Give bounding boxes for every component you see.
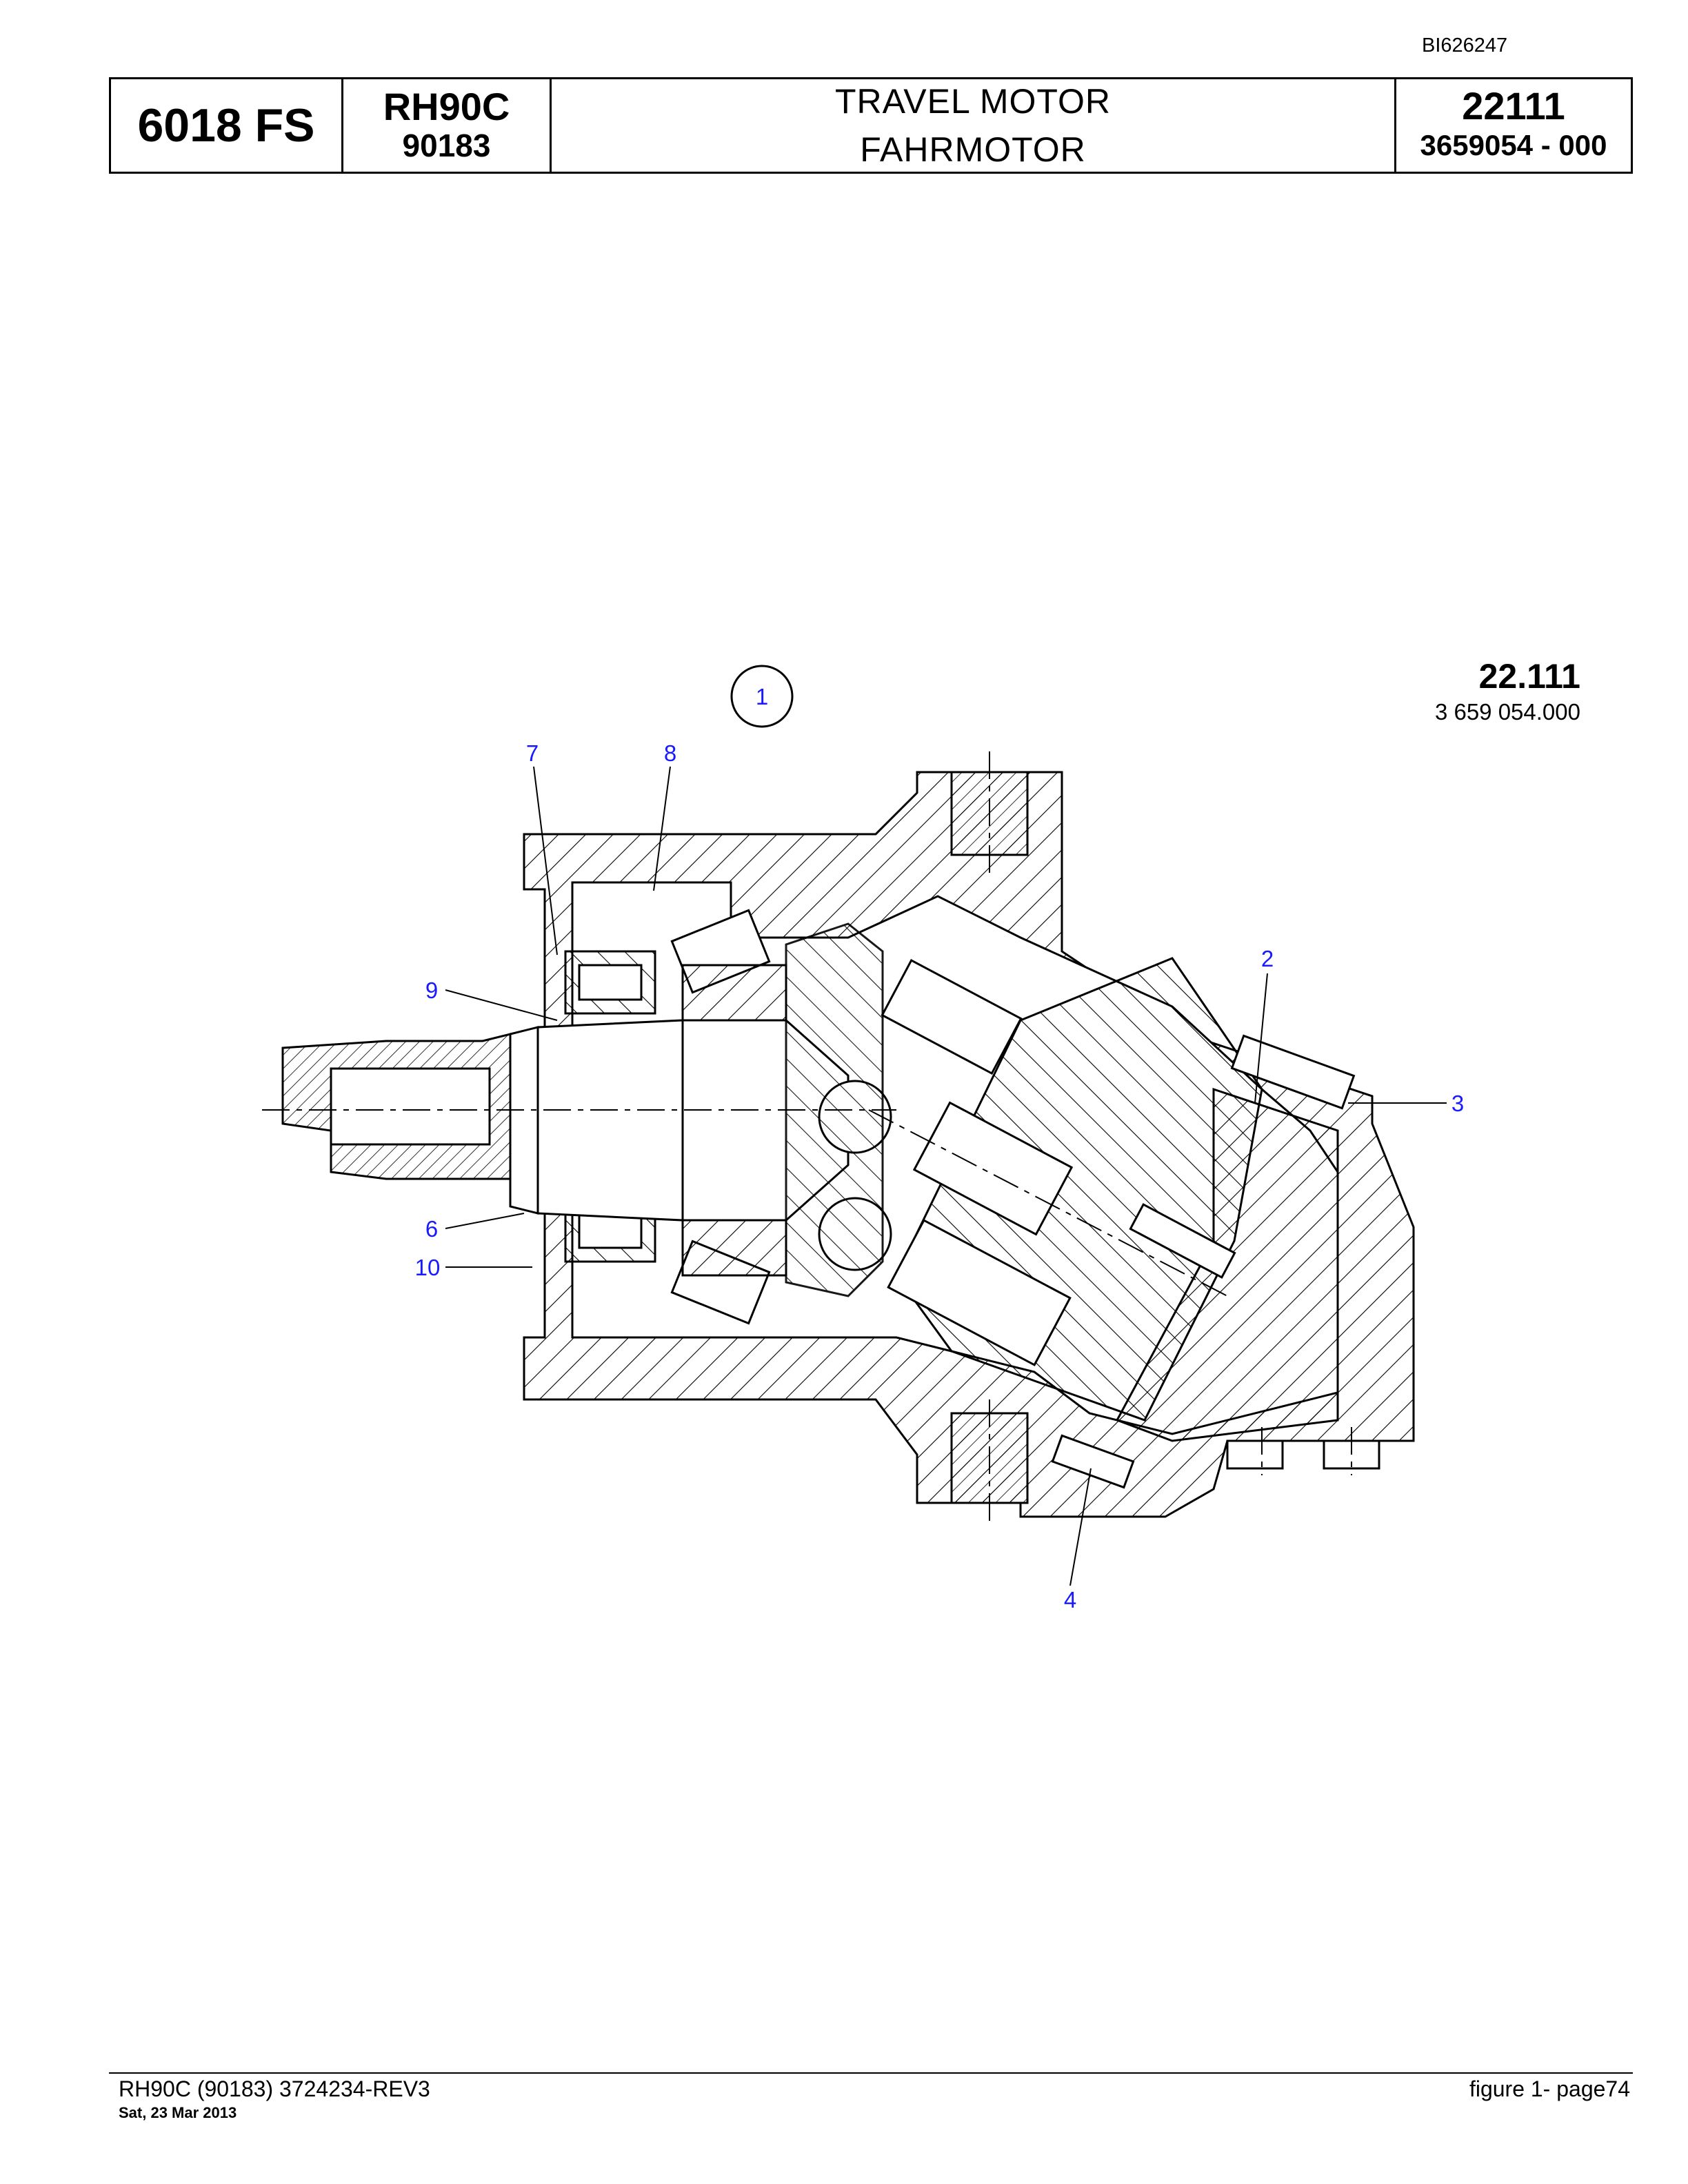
title-cell: TRAVEL MOTOR FAHRMOTOR <box>552 79 1396 172</box>
output-shaft <box>281 1019 850 1222</box>
group-number: 22111 <box>1462 84 1565 128</box>
callout-6: 6 <box>425 1216 438 1242</box>
footer-date: Sat, 23 Mar 2013 <box>119 2104 237 2121</box>
machine-cell: RH90C 90183 <box>343 79 552 172</box>
callout-3: 3 <box>1451 1091 1464 1116</box>
callout-7: 7 <box>526 740 539 766</box>
centerlines <box>262 751 1352 1524</box>
callout-4: 4 <box>1064 1587 1076 1612</box>
title-english: TRAVEL MOTOR <box>834 82 1111 121</box>
header-table: 6018 FS RH90C 90183 TRAVEL MOTOR FAHRMOT… <box>109 77 1633 174</box>
assembly-label: 1 <box>730 665 794 728</box>
callout-10: 10 <box>415 1255 441 1280</box>
callout-leaders <box>445 766 1447 1586</box>
group-cell: 22111 3659054 - 000 <box>1396 79 1631 172</box>
callouts: 7 8 9 2 3 6 10 4 <box>415 740 1465 1612</box>
model-label: 6018 FS <box>137 99 315 152</box>
footer-document-ref: RH90C (90183) 3724234-REV3 <box>119 2076 430 2101</box>
callout-9: 9 <box>425 978 438 1003</box>
title-german: FAHRMOTOR <box>860 130 1086 169</box>
footer-page-ref: figure 1- page74 <box>1469 2076 1630 2101</box>
cylinder-block <box>881 957 1339 1442</box>
model-cell: 6018 FS <box>111 79 343 172</box>
callout-2: 2 <box>1261 946 1274 971</box>
part-code: 3 659 054.000 <box>1435 699 1580 725</box>
machine-number: 90183 <box>402 127 491 163</box>
assembly-number: 1 <box>756 684 768 709</box>
bearing-set <box>564 909 787 1325</box>
footer-rule <box>109 2072 1633 2074</box>
group-code: 22.111 <box>1479 657 1580 696</box>
callout-8: 8 <box>664 740 676 766</box>
machine-label: RH90C <box>383 85 510 129</box>
part-number: 3659054 - 000 <box>1420 129 1607 162</box>
document-id: BI626247 <box>1422 34 1508 57</box>
